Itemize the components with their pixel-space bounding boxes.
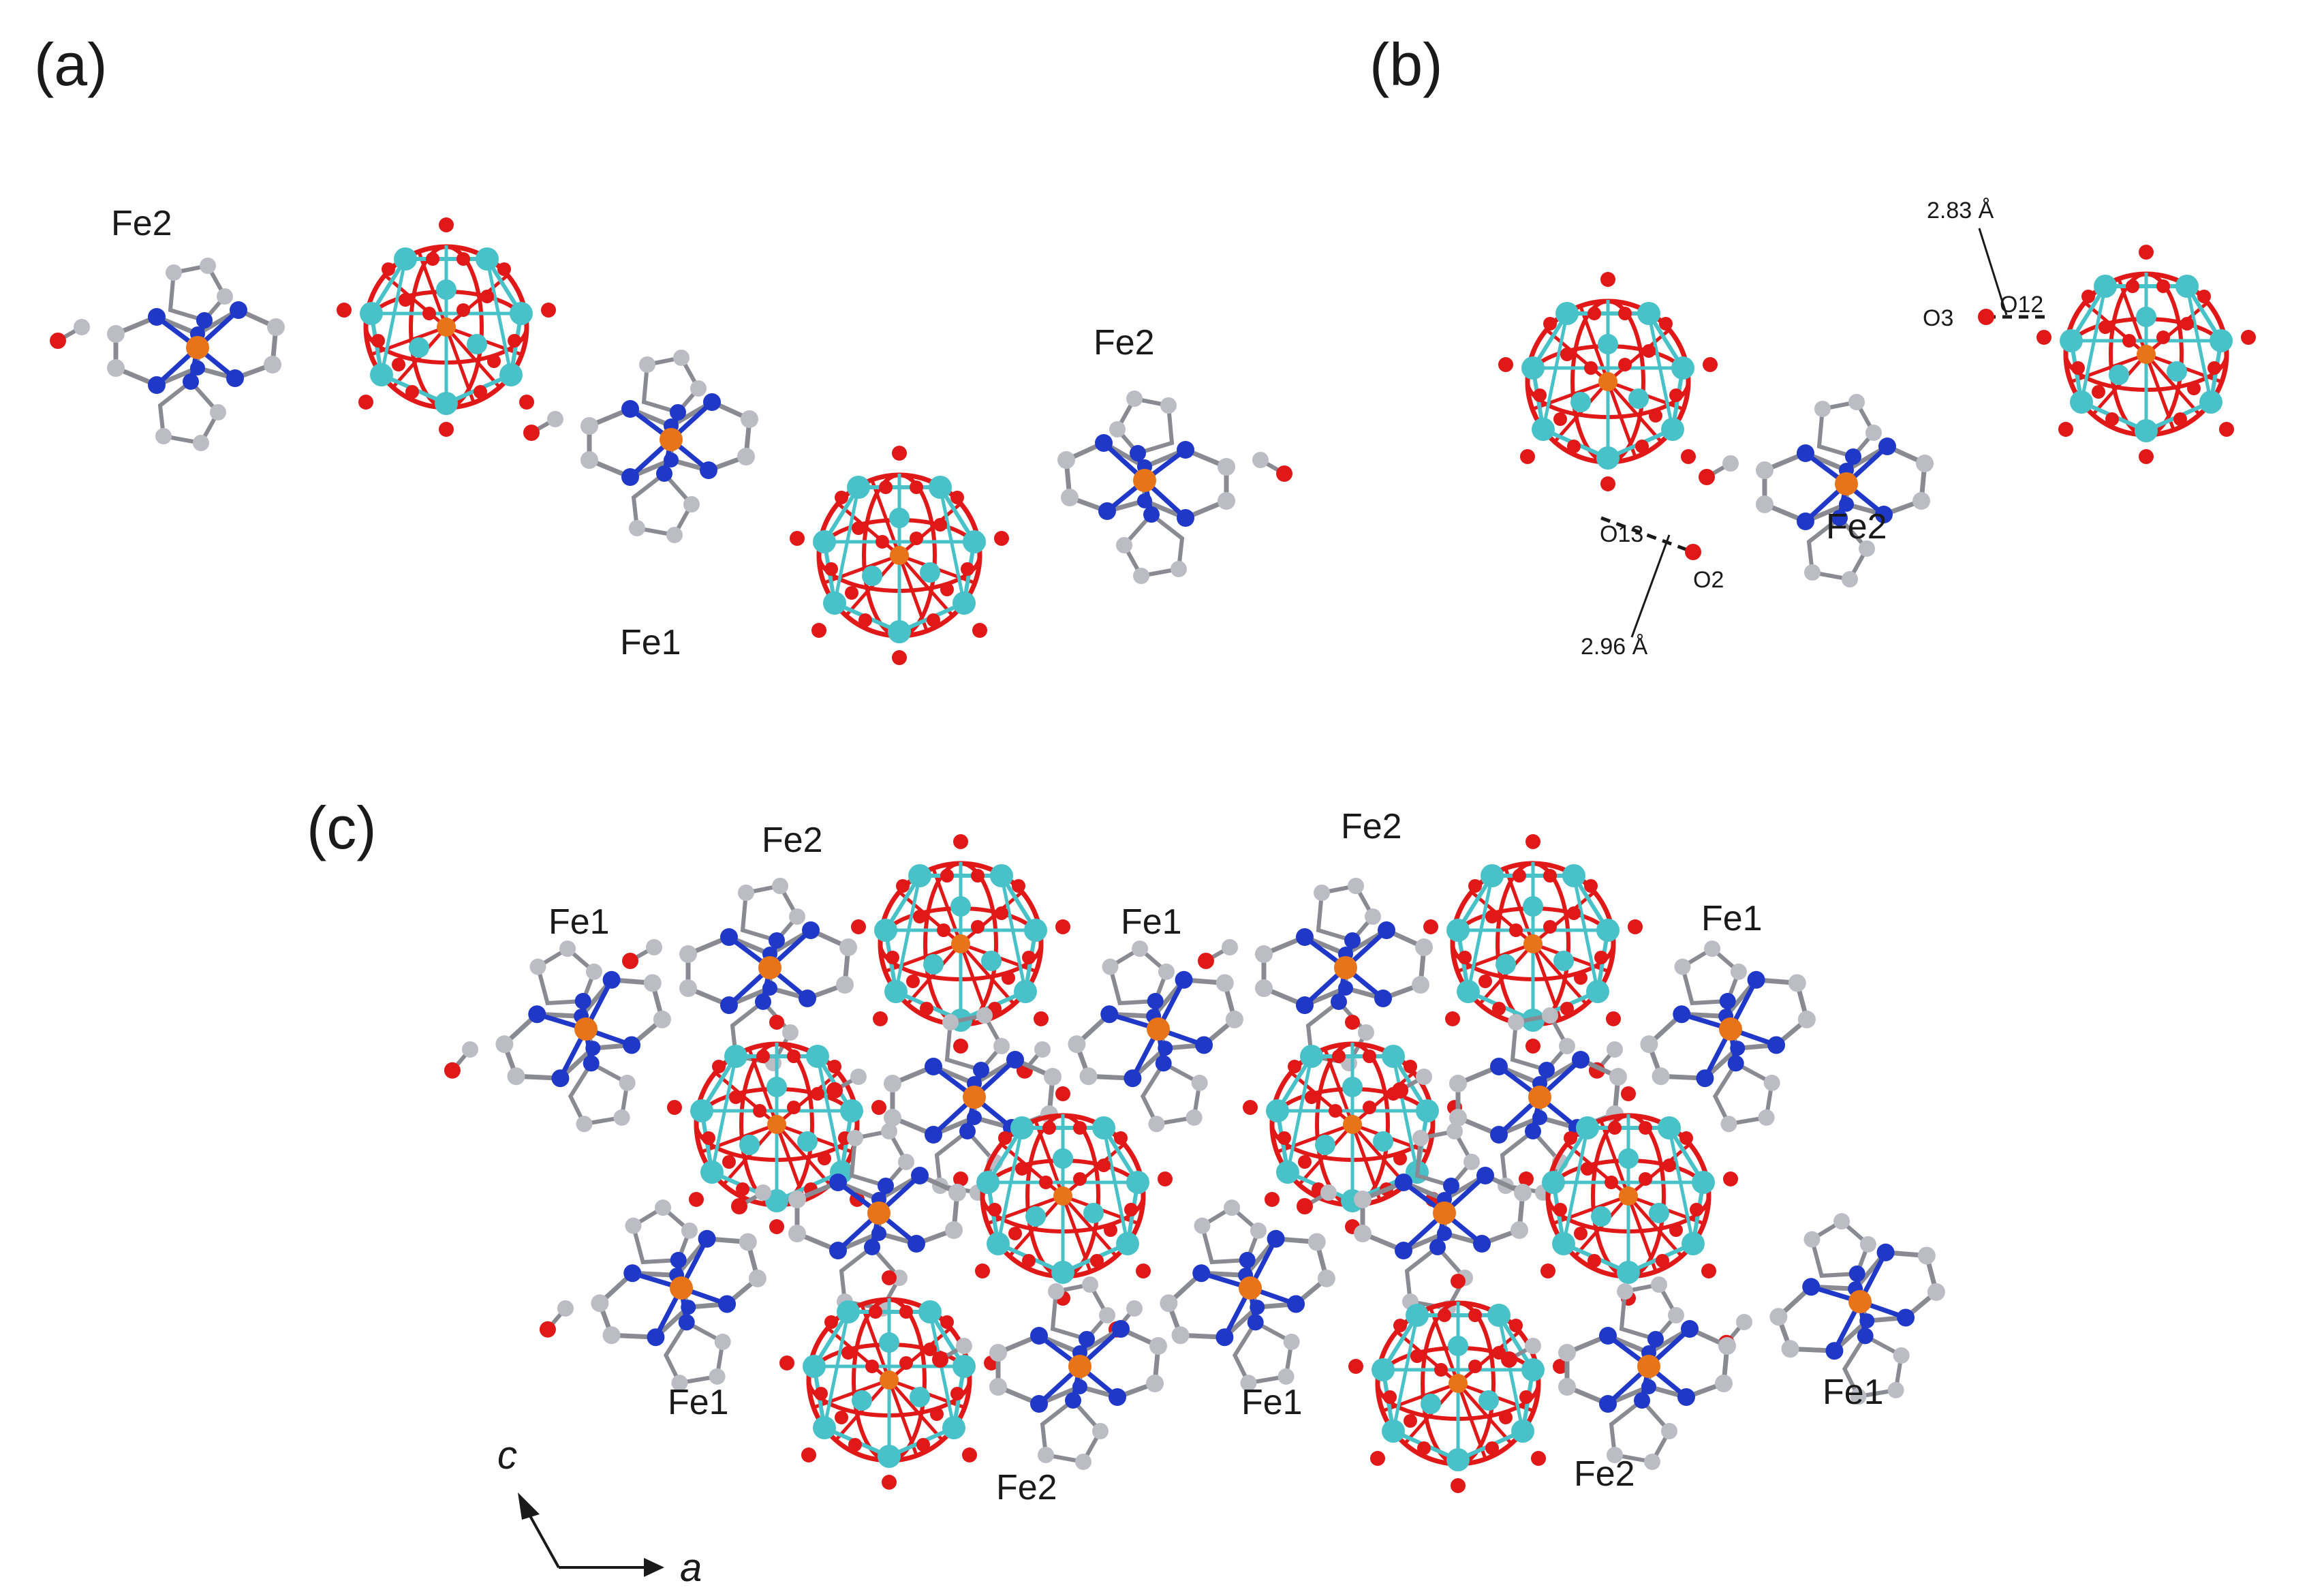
polyoxometalate-c-3 <box>667 1015 886 1234</box>
fe2-complex-a-left <box>50 258 285 451</box>
polyoxometalate-a-bottom <box>790 446 1009 665</box>
fe2-complex-b <box>1699 394 1934 587</box>
label-fe1-c-4: Fe1 <box>668 1383 729 1422</box>
label-o3: O3 <box>1923 305 1953 331</box>
oxygen-o3 <box>1978 309 1994 325</box>
a-axis-label: a <box>680 1546 702 1590</box>
fe1-complex-c-4 <box>512 1174 799 1436</box>
polyoxometalate-a-top <box>337 217 556 437</box>
leader-line-2-83 <box>1978 228 2008 316</box>
fe1-complex-a <box>523 350 758 543</box>
c-axis-label: c <box>497 1433 517 1477</box>
polyoxometalate-c-8 <box>1348 1274 1568 1493</box>
polyoxometalate-b-left <box>1498 272 1718 491</box>
panel-b: (b) O3 O12 2.83 Å O13 O2 2.96 Å Fe2 <box>1369 31 2256 660</box>
c-axis-arrowhead <box>518 1492 540 1520</box>
label-fe1-c-1: Fe1 <box>548 902 610 942</box>
label-fe2-b: Fe2 <box>1826 507 1887 547</box>
label-fe2-c-bottom-right: Fe2 <box>1574 1454 1635 1494</box>
label-o12: O12 <box>2000 292 2043 318</box>
label-fe2-a-right: Fe2 <box>1094 323 1155 363</box>
polyoxometalate-c-7 <box>779 1270 999 1490</box>
label-o2: O2 <box>1693 567 1724 593</box>
label-fe1-c-2: Fe1 <box>1121 902 1182 942</box>
axis-indicator: c a <box>497 1433 702 1590</box>
label-dist-2-83: 2.83 Å <box>1927 198 1994 224</box>
panel-a-letter: (a) <box>34 31 108 98</box>
label-fe2-c-top-right: Fe2 <box>1341 807 1402 846</box>
label-o13: O13 <box>1600 521 1643 547</box>
fe2-complex-c-top-right <box>1198 878 1433 1071</box>
panel-a: (a) Fe2 Fe1 Fe2 <box>34 31 1292 665</box>
oxygen-o2 <box>1685 544 1701 560</box>
label-dist-2-96: 2.96 Å <box>1581 634 1648 660</box>
fe2-complex-a-right <box>1057 390 1292 584</box>
label-fe1-c-3: Fe1 <box>1701 899 1763 938</box>
fe1-complex-c-1 <box>416 915 703 1177</box>
polyoxometalate-b-right <box>2036 245 2256 464</box>
a-axis-arrowhead <box>644 1558 664 1577</box>
label-fe1-c-6: Fe1 <box>1823 1373 1884 1412</box>
label-fe2-c-top-left: Fe2 <box>762 821 823 860</box>
panel-b-letter: (b) <box>1369 31 1443 98</box>
leader-line-2-96 <box>1630 534 1671 638</box>
label-fe2-c-bottom-left: Fe2 <box>996 1468 1057 1507</box>
label-fe1-a: Fe1 <box>620 623 681 662</box>
panel-c: (c) Fe2 Fe2 Fe1 Fe1 Fe1 Fe1 Fe1 <box>307 794 1977 1590</box>
label-fe2-a-left: Fe2 <box>111 204 172 243</box>
label-fe1-c-5: Fe1 <box>1241 1383 1303 1422</box>
fe2-complex-c-top-left <box>622 878 857 1071</box>
panel-c-letter: (c) <box>307 794 377 861</box>
